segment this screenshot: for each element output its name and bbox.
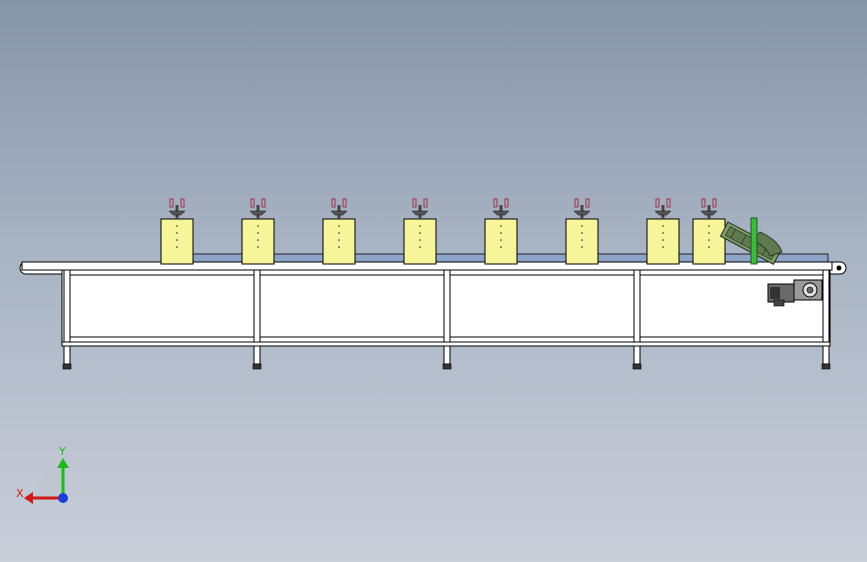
- lower-crossbar: [61, 341, 831, 347]
- frame-legs: [62, 269, 831, 370]
- frame-leg: [821, 269, 831, 370]
- drive-motor: [767, 279, 823, 307]
- coordinate-triad: Y X: [16, 445, 69, 504]
- fixture-station: [565, 198, 599, 265]
- frame-leg: [442, 269, 452, 370]
- fixture-stations: [160, 198, 726, 265]
- y-axis-label: Y: [58, 445, 66, 458]
- frame-leg: [252, 269, 262, 370]
- frame-panels: [69, 274, 825, 338]
- fixture-station: [322, 198, 356, 265]
- fixture-station: [241, 198, 275, 265]
- fixture-station: [484, 198, 518, 265]
- frame-leg: [632, 269, 642, 370]
- frame-panel: [69, 274, 255, 338]
- fixture-station: [646, 198, 680, 265]
- fixture-station: [160, 198, 194, 265]
- guide-post: [750, 217, 758, 265]
- x-axis-label: X: [16, 487, 24, 500]
- frame-panel: [259, 274, 445, 338]
- fixture-station: [692, 198, 726, 265]
- frame-panel: [449, 274, 635, 338]
- frame-leg: [62, 269, 72, 370]
- fixture-station: [403, 198, 437, 265]
